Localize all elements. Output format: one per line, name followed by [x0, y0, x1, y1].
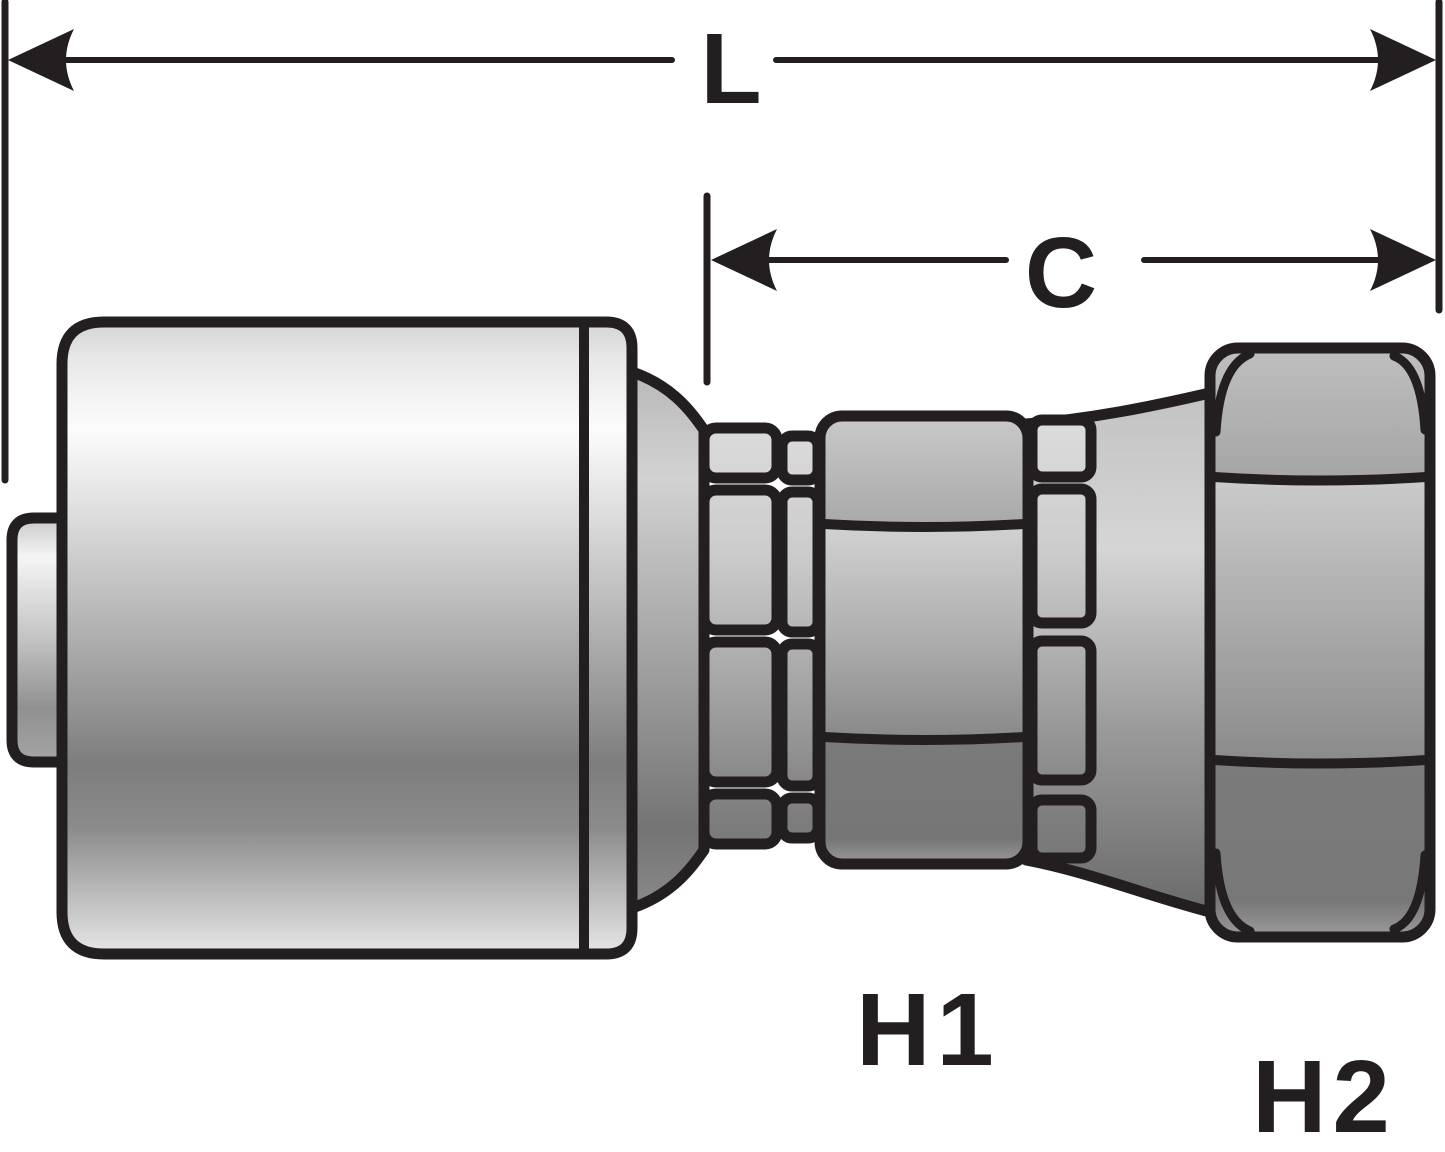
l-arrowhead-right [1370, 29, 1436, 91]
hex-nut-h1 [814, 410, 1034, 870]
collar-ring-inner [698, 422, 783, 850]
h2-top-face [1210, 348, 1430, 477]
ferrule-taper-cone [620, 364, 710, 916]
h1-middle-face [820, 524, 1028, 737]
dimension-C: C [703, 192, 1436, 386]
hex-nut-h2 [1204, 342, 1436, 943]
h2-bottom-face [1210, 760, 1430, 937]
collar-ring-swivel [1026, 414, 1097, 864]
h2-corner-arc-top-right [1389, 351, 1430, 435]
c-arrowhead-left [711, 229, 777, 291]
h2-middle-face [1210, 477, 1430, 760]
dimension-L: L [1, 0, 1443, 484]
collar-ring-outer [776, 430, 824, 844]
c-arrowhead-right [1370, 229, 1436, 291]
h2-corner-arc-bottom-right [1389, 850, 1430, 934]
dimension-label-L: L [700, 13, 763, 125]
h2-facet-line-upper [1209, 472, 1431, 486]
h2-corner-arc-top-left [1211, 349, 1255, 437]
h2-facet-line-lower [1209, 755, 1431, 769]
dimension-label-C: C [1025, 217, 1099, 329]
hex-label-h2: H2 [1252, 1039, 1396, 1152]
l-arrowhead-left [8, 29, 74, 91]
hex-label-h1: H1 [856, 972, 1000, 1087]
h2-corner-arc-bottom-left [1211, 848, 1255, 936]
hex-labels: H1 H2 [856, 972, 1396, 1152]
h1-facet-line-lower [819, 732, 1029, 745]
h1-top-face [820, 416, 1028, 524]
crimp-ferrule-shell [56, 316, 638, 960]
h1-facet-line-upper [819, 519, 1029, 532]
h1-bottom-face [820, 737, 1028, 864]
